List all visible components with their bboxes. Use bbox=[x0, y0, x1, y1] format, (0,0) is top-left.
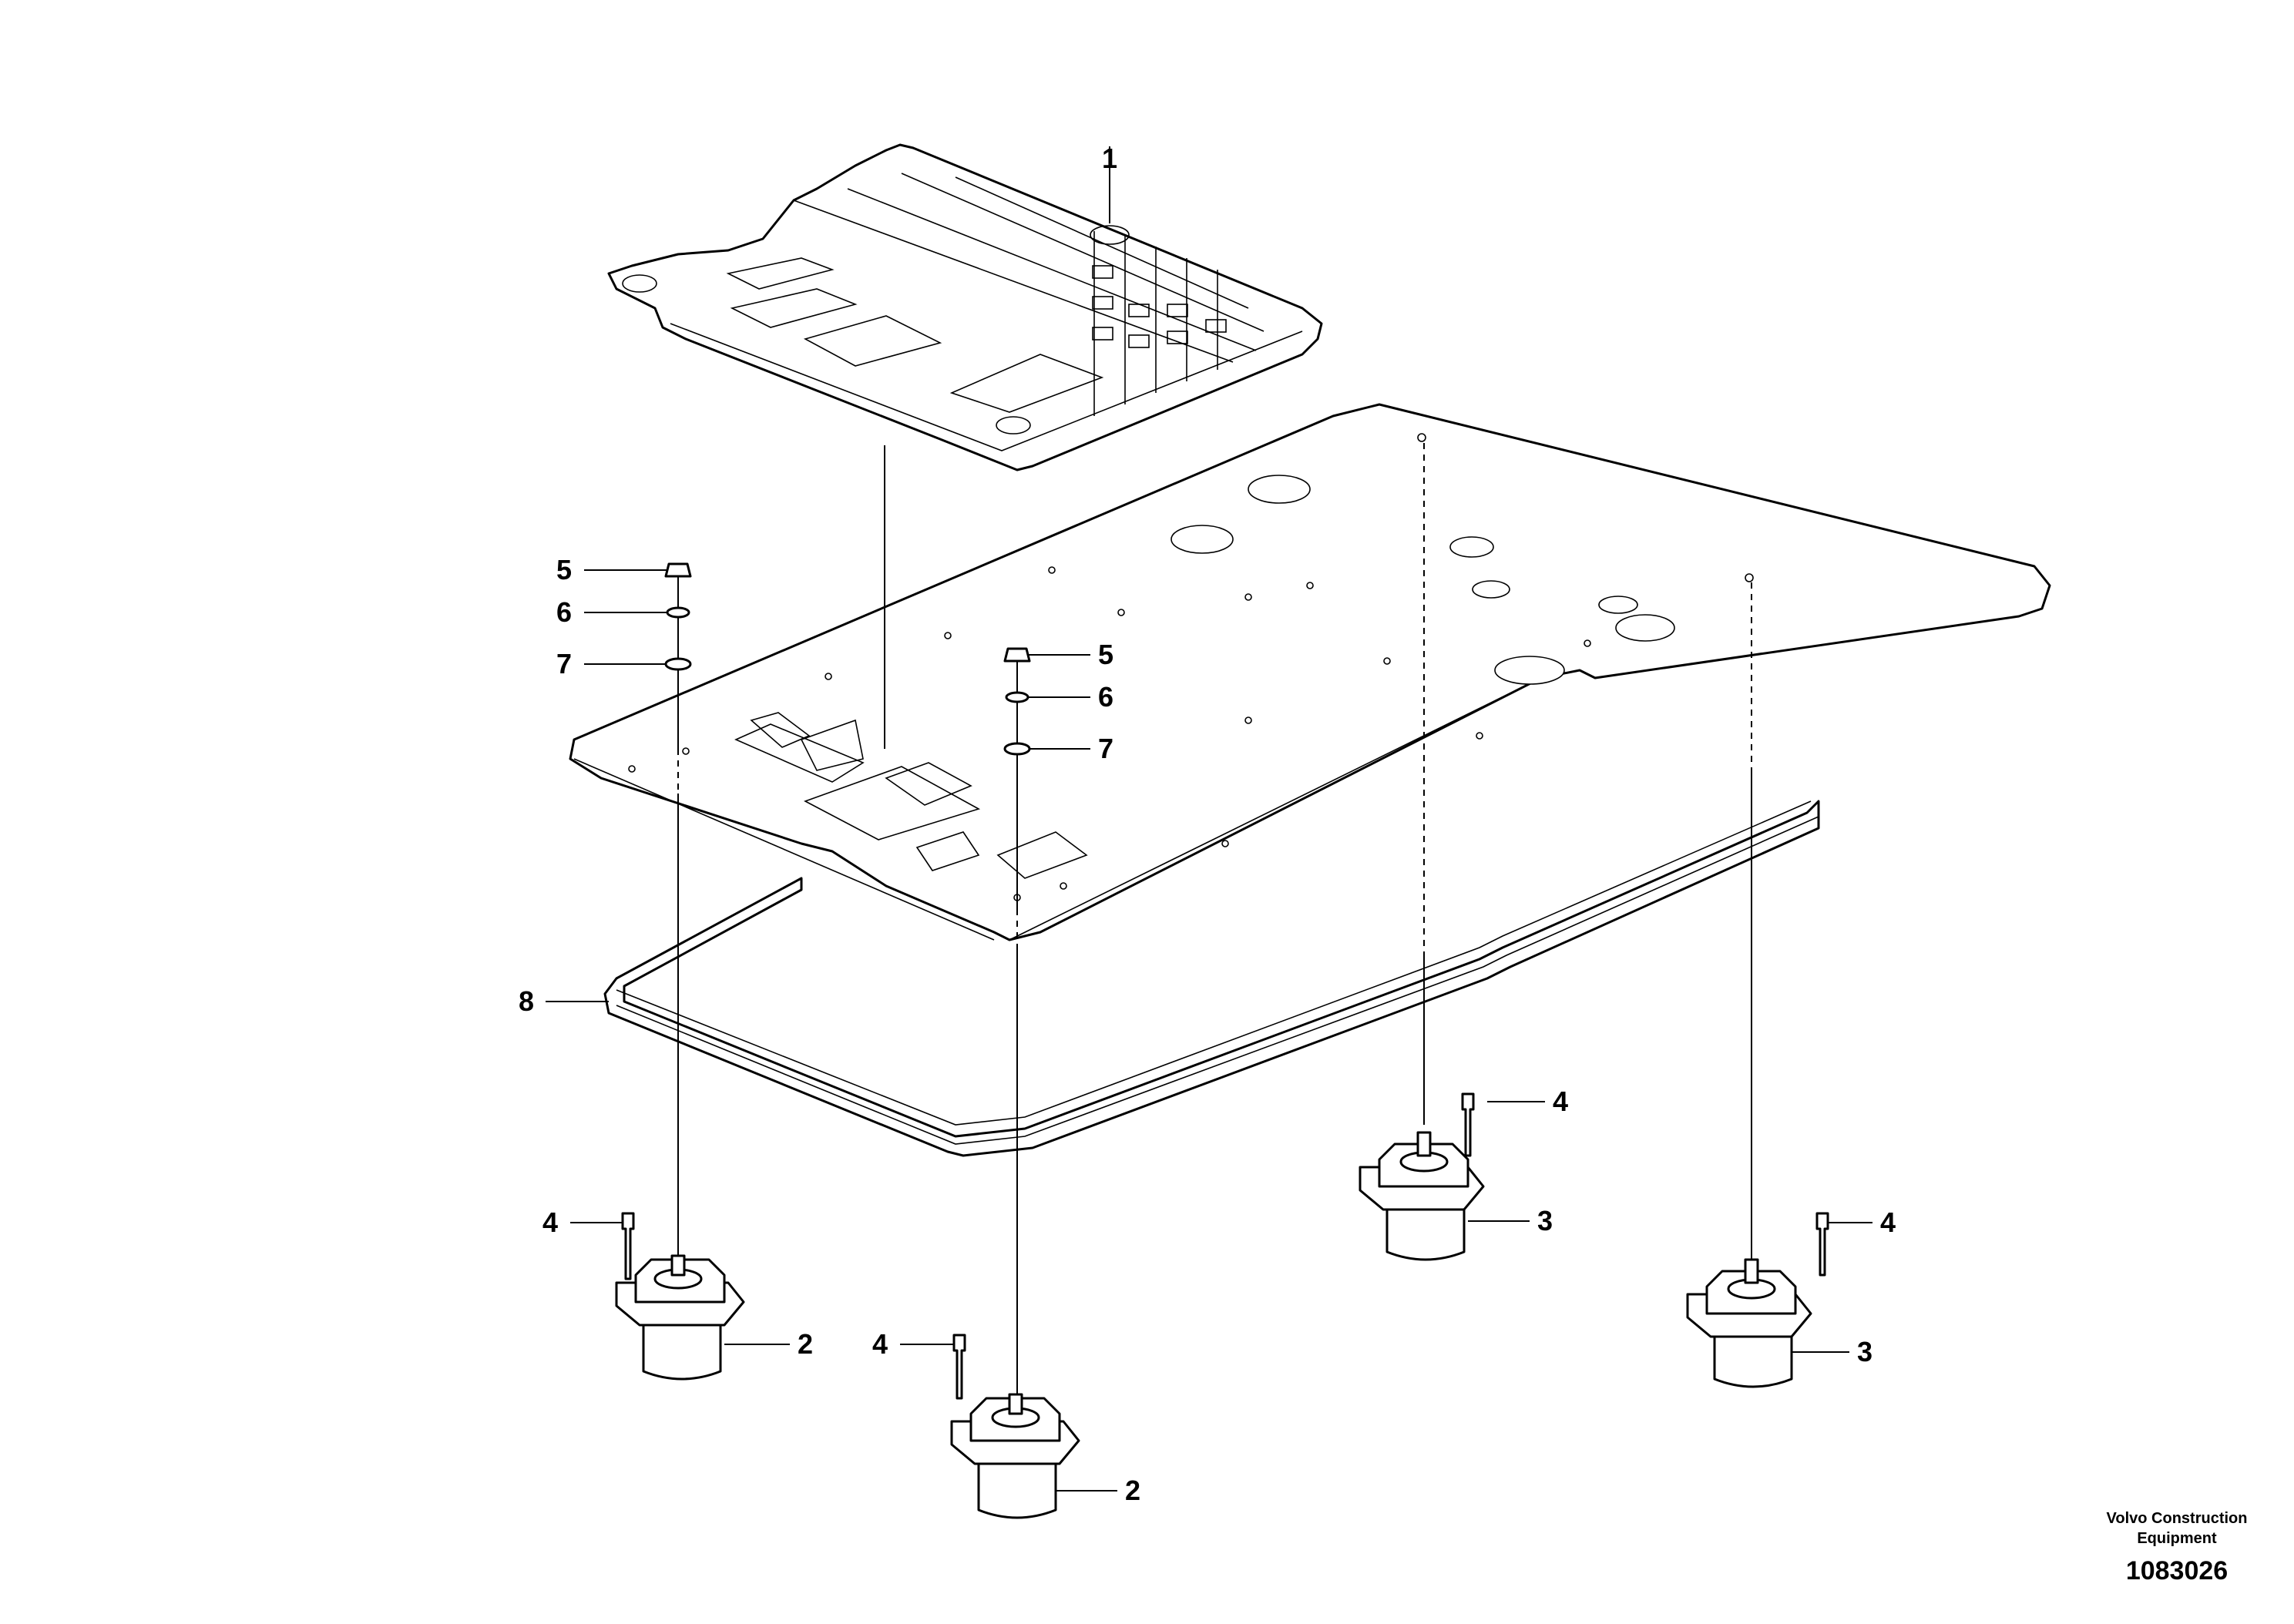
brand-line-2: Equipment bbox=[2137, 1530, 2217, 1547]
mount-part-3-right bbox=[1686, 1258, 1812, 1388]
callout-4-right: 4 bbox=[1880, 1206, 1896, 1238]
callout-6-center: 6 bbox=[1098, 681, 1113, 713]
callout-2-left: 2 bbox=[798, 1328, 813, 1360]
leader-lines bbox=[546, 146, 1872, 1491]
seal-strip bbox=[603, 800, 1820, 1157]
callout-labels: 1 5 6 7 5 6 7 8 4 4 4 4 2 2 3 3 bbox=[519, 143, 1896, 1506]
floor-mat-part bbox=[607, 143, 1323, 471]
callout-7-left: 7 bbox=[556, 648, 572, 679]
callout-4-center: 4 bbox=[872, 1328, 888, 1360]
callout-5-left: 5 bbox=[556, 554, 572, 586]
base-plate bbox=[569, 403, 2051, 941]
callout-7-center: 7 bbox=[1098, 733, 1113, 764]
brand-line-1: Volvo Construction bbox=[2107, 1510, 2248, 1527]
mount-part-2-center bbox=[950, 1393, 1080, 1519]
callout-4-left: 4 bbox=[542, 1206, 558, 1238]
mount-part-3-center-right bbox=[1359, 1131, 1485, 1261]
callout-8: 8 bbox=[519, 985, 534, 1017]
document-number: 1083026 bbox=[2126, 1556, 2228, 1585]
hardware-set-center bbox=[1003, 647, 1031, 756]
callout-1: 1 bbox=[1102, 143, 1117, 174]
hardware-set-left bbox=[664, 562, 692, 671]
branding-block: Volvo Construction Equipment 1083026 bbox=[2107, 1510, 2248, 1585]
callout-3-right: 3 bbox=[1857, 1336, 1872, 1367]
callout-2-center: 2 bbox=[1125, 1475, 1140, 1506]
bolt-parts bbox=[621, 1092, 1829, 1400]
callout-5-center: 5 bbox=[1098, 639, 1113, 670]
callout-3-center-right: 3 bbox=[1537, 1205, 1553, 1236]
callout-4-center-right: 4 bbox=[1553, 1085, 1568, 1117]
callout-6-left: 6 bbox=[556, 596, 572, 628]
mount-part-2-left bbox=[615, 1254, 745, 1381]
